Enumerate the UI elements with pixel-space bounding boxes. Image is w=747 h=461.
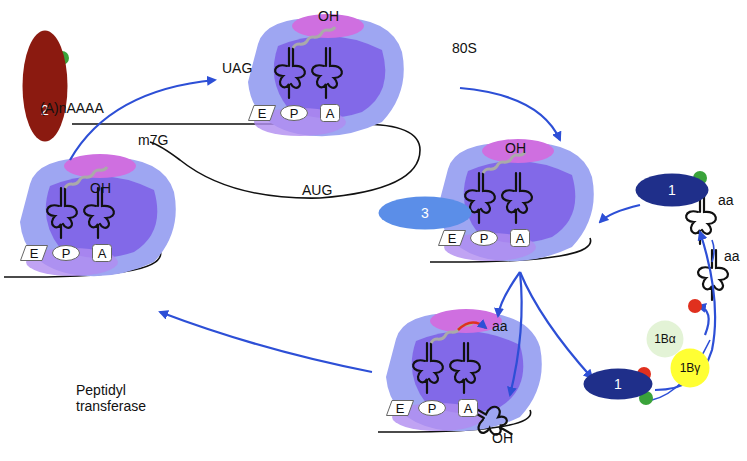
diagram-label: (A)nAAAA [40,100,104,116]
diagram-label: AUG [302,182,332,198]
a-site: A [510,229,530,247]
factor-circle: 1Bα [646,320,684,358]
e-site: E [438,230,466,246]
node-text: P [290,107,299,120]
p-site: P [418,400,446,416]
node-text: E [30,247,39,260]
diagram-label: 80S [452,40,477,56]
node-text: 1Bα [654,333,676,345]
p-site: P [470,230,498,246]
diagram-label: Peptidyl transferase [76,382,166,414]
p-site: P [52,245,80,261]
node-text: E [396,402,405,415]
factor-ellipse: 1 [583,368,653,400]
node-text: A [516,232,525,245]
node-text: A [98,247,107,260]
node-text: 1Bγ [680,362,701,374]
p-site: P [280,105,308,121]
diagram-label: OH [318,8,339,24]
diagram-label: OH [492,430,513,446]
e-site: E [248,105,276,121]
a-site: A [320,104,340,122]
diagram-label: aa [492,318,508,334]
a-site: A [458,399,478,417]
diagram-label: aa [718,192,734,208]
factor-ellipse: 2 [22,30,68,142]
factor-ellipse: 1 [635,173,709,207]
node-text: 1 [614,377,622,391]
e-site: E [20,245,48,261]
diagram-label: m7G [138,132,168,148]
node-text: E [448,232,457,245]
a-site: A [92,244,112,262]
node-text: 3 [421,206,429,220]
factor-ellipse: 3 [378,196,472,230]
e-site: E [386,400,414,416]
node-text: E [258,107,267,120]
node-text: A [464,402,473,415]
factor-circle: 1Bγ [670,348,710,388]
node-shape [22,30,68,142]
node-text: P [62,247,71,260]
diagram-label: UAG [222,60,252,76]
diagram-label: OH [90,180,111,196]
node-text: A [326,107,335,120]
diagram-label: OH [505,140,526,156]
node-text: 1 [668,183,676,197]
node-text: P [428,402,437,415]
node-text: P [480,232,489,245]
diagram-label: aa [724,248,740,264]
